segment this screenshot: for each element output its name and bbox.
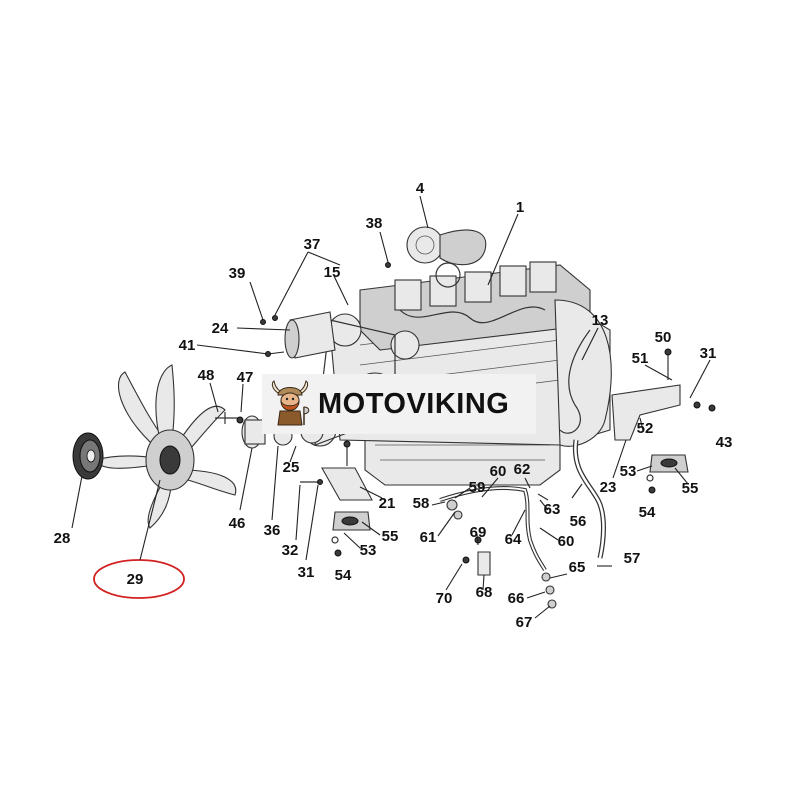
part-label-54-left: 54 (335, 567, 352, 584)
part-label-61: 61 (420, 529, 437, 546)
part-label-15: 15 (324, 264, 341, 281)
part-label-53-right: 53 (620, 463, 637, 480)
part-label-51: 51 (632, 350, 649, 367)
part-label-60-bottom: 60 (558, 533, 575, 550)
part-label-57: 57 (624, 550, 641, 567)
part-labels: 4 1 38 37 39 15 24 41 13 50 51 31 48 47 … (54, 180, 733, 631)
part-label-21: 21 (379, 495, 396, 512)
watermark-banner: MOTOVIKING (262, 374, 536, 434)
part-label-50: 50 (655, 329, 672, 346)
part-label-23: 23 (600, 479, 617, 496)
part-label-46: 46 (229, 515, 246, 532)
part-label-63: 63 (544, 501, 561, 518)
brand-name: MOTOVIKING (318, 387, 510, 420)
dipstick-tube (572, 439, 606, 559)
part-label-4: 4 (416, 180, 425, 197)
part-label-47: 47 (237, 369, 254, 386)
part-label-67: 67 (516, 614, 533, 631)
part-label-59: 59 (469, 479, 486, 496)
part-label-62: 62 (514, 461, 531, 478)
part-label-60-top: 60 (490, 463, 507, 480)
part-label-43: 43 (716, 434, 733, 451)
part-label-36: 36 (264, 522, 281, 539)
part-label-54-right: 54 (639, 504, 656, 521)
part-label-65: 65 (569, 559, 586, 576)
part-label-13: 13 (592, 312, 609, 329)
part-label-41: 41 (179, 337, 196, 354)
fan-assembly (93, 364, 237, 599)
part-label-39: 39 (229, 265, 246, 282)
part-label-1: 1 (516, 199, 524, 216)
oil-lines (439, 486, 612, 609)
part-label-25: 25 (283, 459, 300, 476)
part-label-64: 64 (505, 531, 522, 548)
fan-pulley (72, 432, 104, 480)
part-label-56: 56 (570, 513, 587, 530)
part-label-48: 48 (198, 367, 215, 384)
highlight-circle (93, 559, 185, 599)
part-label-24: 24 (212, 320, 229, 337)
part-label-29: 29 (127, 571, 144, 588)
part-label-32: 32 (282, 542, 299, 559)
part-label-38: 38 (366, 215, 383, 232)
part-label-28: 28 (54, 530, 71, 547)
part-label-53-left: 53 (360, 542, 377, 559)
part-label-52: 52 (637, 420, 654, 437)
part-label-69: 69 (470, 524, 487, 541)
part-label-55-left: 55 (382, 528, 399, 545)
part-label-55-right: 55 (682, 480, 699, 497)
front-mount (300, 440, 373, 557)
part-label-31-top: 31 (700, 345, 717, 362)
part-label-37: 37 (304, 236, 321, 253)
part-label-66: 66 (508, 590, 525, 607)
part-label-68: 68 (476, 584, 493, 601)
part-label-58: 58 (413, 495, 430, 512)
viking-mascot-icon (262, 374, 318, 434)
part-label-70: 70 (436, 590, 453, 607)
part-label-31-bottom: 31 (298, 564, 315, 581)
leader-lines (71, 195, 711, 619)
